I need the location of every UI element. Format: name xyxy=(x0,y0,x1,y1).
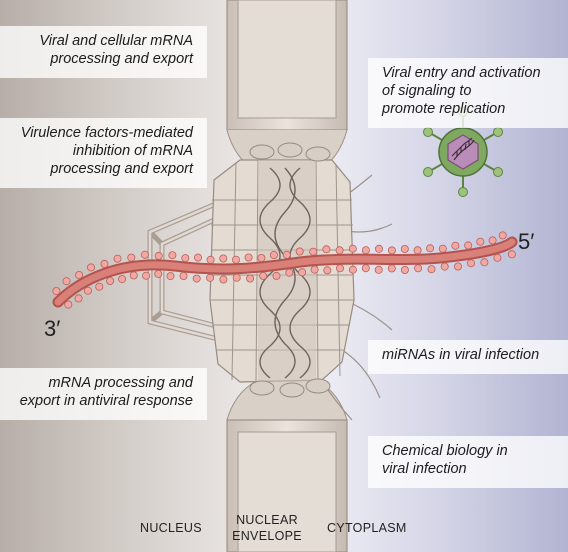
rna-binding-protein xyxy=(493,253,502,262)
region-label-nuclear-envelope: NUCLEAR ENVELOPE xyxy=(232,513,302,543)
rna-binding-protein xyxy=(427,265,436,274)
rna-binding-protein xyxy=(285,268,294,277)
rna-binding-protein xyxy=(206,255,215,264)
rna-binding-protein xyxy=(322,245,331,254)
rna-binding-protein xyxy=(192,274,201,283)
region-label-nucleus: NUCLEUS xyxy=(140,521,202,535)
rna-binding-protein xyxy=(387,264,396,273)
region-label-cytoplasm: CYTOPLASM xyxy=(327,521,407,535)
rna-binding-protein xyxy=(374,244,383,253)
rna-binding-protein xyxy=(309,247,318,256)
rna-binding-protein xyxy=(348,244,357,253)
three-prime-label: 3′ xyxy=(44,316,61,341)
rna-binding-protein xyxy=(480,258,489,267)
rna-binding-protein xyxy=(298,268,307,277)
rna-binding-protein xyxy=(87,263,96,272)
rna-binding-protein xyxy=(244,253,253,262)
rna-binding-protein xyxy=(166,272,175,281)
rna-binding-protein xyxy=(106,276,115,285)
rna-binding-protein xyxy=(64,300,73,309)
rna-binding-protein xyxy=(142,271,151,280)
rna-binding-protein xyxy=(466,259,475,268)
rna-binding-protein xyxy=(464,241,473,250)
rna-binding-protein xyxy=(246,274,255,283)
rna-binding-protein xyxy=(154,251,163,260)
rna-binding-protein xyxy=(259,271,268,280)
rna-binding-protein xyxy=(488,236,497,245)
panel-virulence-factors: Virulence factors-mediated inhibition of… xyxy=(0,118,207,188)
virus-capsid xyxy=(447,134,479,170)
rna-binding-protein xyxy=(323,266,332,275)
rna-binding-protein xyxy=(129,271,138,280)
rna-binding-protein xyxy=(426,244,435,253)
rna-binding-protein xyxy=(219,275,228,284)
dna-helix-icon xyxy=(451,137,475,161)
rna-binding-protein xyxy=(440,262,449,271)
rna-binding-protein xyxy=(335,246,344,255)
rna-binding-protein xyxy=(348,265,357,274)
rna-binding-protein xyxy=(154,269,163,278)
rna-binding-protein xyxy=(361,246,370,255)
rna-binding-protein xyxy=(219,254,228,263)
rna-binding-protein xyxy=(118,275,127,284)
rna-binding-protein xyxy=(168,251,177,260)
rna-binding-protein xyxy=(438,244,447,253)
nuclear-envelope-upper xyxy=(226,0,348,173)
rna-binding-protein xyxy=(206,273,215,282)
panel-chemical-biology: Chemical biology in viral infection xyxy=(368,436,568,488)
rna-binding-protein xyxy=(387,246,396,255)
virus-particle-icon xyxy=(423,107,503,197)
five-prime-label: 5′ xyxy=(518,229,535,254)
rna-binding-protein xyxy=(100,259,109,268)
rna-binding-protein xyxy=(232,273,241,282)
rna-binding-protein xyxy=(95,282,104,291)
nuclear-basket-highlight xyxy=(148,198,227,342)
rna-binding-protein xyxy=(295,247,304,256)
rna-binding-protein xyxy=(75,270,84,279)
rna-binding-protein xyxy=(181,254,190,263)
rna-binding-protein xyxy=(335,264,344,273)
rna-binding-protein xyxy=(179,271,188,280)
rna-binding-protein xyxy=(400,265,409,274)
rna-binding-protein xyxy=(507,250,516,259)
rna-binding-protein xyxy=(127,253,136,262)
panel-viral-entry: Viral entry and activation of signaling … xyxy=(368,58,568,128)
rna-binding-protein xyxy=(272,271,281,280)
rna-binding-protein xyxy=(413,246,422,255)
rna-binding-protein xyxy=(498,231,507,240)
rna-binding-protein xyxy=(400,244,409,253)
rna-binding-protein xyxy=(414,264,423,273)
panel-antiviral-response: mRNA processing and export in antiviral … xyxy=(0,368,207,420)
rna-binding-protein xyxy=(374,265,383,274)
rna-binding-protein xyxy=(113,254,122,263)
mrna-binding-proteins xyxy=(52,231,516,309)
rna-binding-protein xyxy=(52,287,61,296)
rna-binding-protein xyxy=(83,286,92,295)
rna-binding-protein xyxy=(257,253,266,262)
rna-binding-protein xyxy=(140,250,149,259)
rna-binding-protein xyxy=(453,262,462,271)
rna-binding-protein xyxy=(62,277,71,286)
rna-binding-protein xyxy=(231,255,240,264)
rna-binding-protein xyxy=(451,241,460,250)
rna-binding-protein xyxy=(282,250,291,259)
rna-binding-protein xyxy=(310,265,319,274)
mrna-strand xyxy=(52,231,518,309)
panel-mirnas: miRNAs in viral infection xyxy=(368,340,568,374)
rna-binding-protein xyxy=(74,294,83,303)
rna-binding-protein xyxy=(476,237,485,246)
rna-binding-protein xyxy=(269,250,278,259)
rna-binding-protein xyxy=(361,264,370,273)
rna-binding-protein xyxy=(193,253,202,262)
panel-viral-mrna-processing: Viral and cellular mRNA processing and e… xyxy=(0,26,207,78)
